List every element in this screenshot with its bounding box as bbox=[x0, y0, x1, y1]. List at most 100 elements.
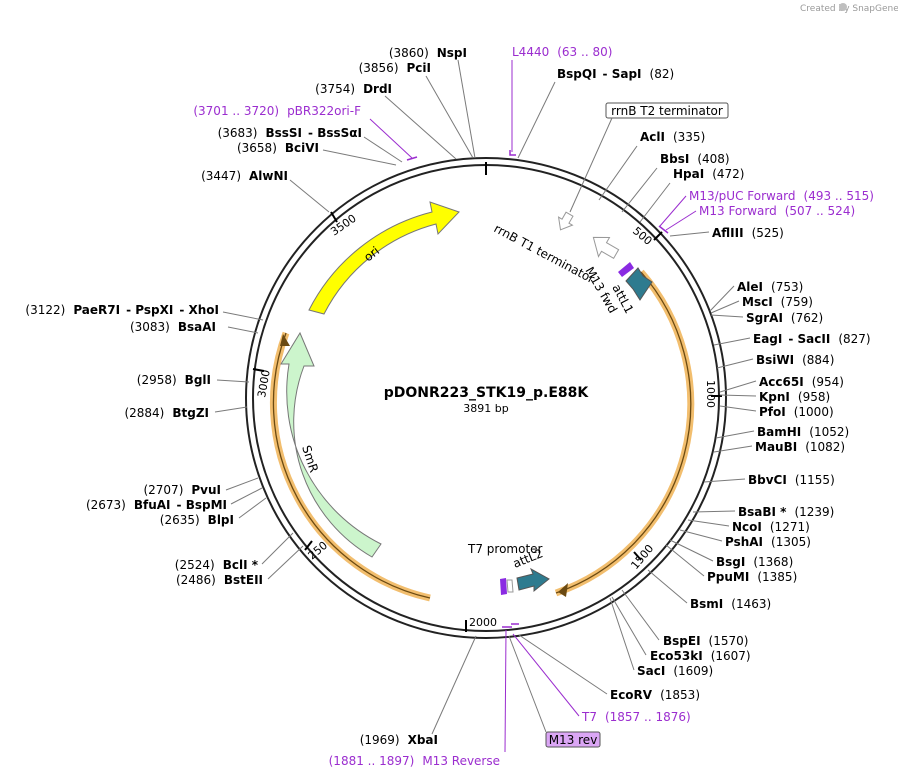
btgzi-site[interactable]: (2884)BtgZI bbox=[124, 406, 209, 420]
smr-feature[interactable] bbox=[280, 331, 382, 558]
drdi-site[interactable]: (3754)DrdI bbox=[315, 82, 392, 96]
bsgi-site[interactable]: BsgI(1368) bbox=[716, 555, 793, 569]
attl2-feature[interactable] bbox=[516, 567, 550, 593]
bamhi-leader bbox=[715, 430, 755, 439]
m13puc-leader bbox=[659, 195, 687, 227]
ecorv-site[interactable]: EcoRV(1853) bbox=[610, 688, 700, 702]
alei-leader bbox=[709, 285, 735, 312]
rrnb-t2-feature[interactable] bbox=[554, 210, 577, 234]
m13reverse-primer[interactable]: (1881 .. 1897)M13 Reverse bbox=[329, 754, 500, 768]
l4440-primer[interactable]: L4440(63 .. 80) bbox=[512, 45, 612, 59]
t7-promoter-label: T7 promoter bbox=[467, 542, 543, 556]
tick-label-2000: 2000 bbox=[469, 616, 497, 629]
bbsi-site[interactable]: BbsI(408) bbox=[660, 152, 730, 166]
t7-leader bbox=[512, 633, 580, 717]
alwni-site[interactable]: (3447)AlwNI bbox=[201, 169, 288, 183]
blpi-site[interactable]: (2635)BlpI bbox=[160, 513, 234, 527]
bgli-leader bbox=[216, 379, 250, 383]
m13fwd-feature[interactable] bbox=[618, 262, 634, 277]
bsgi-leader bbox=[669, 539, 714, 562]
bamhi-site[interactable]: BamHI(1052) bbox=[757, 425, 849, 439]
bsiwi-site[interactable]: BsiWI(884) bbox=[756, 353, 834, 367]
pvui-site[interactable]: (2707)PvuI bbox=[143, 483, 221, 497]
bcli-site[interactable]: (2524)BclI * bbox=[175, 558, 259, 572]
bcli-leader bbox=[261, 532, 294, 565]
xbai-leader bbox=[431, 635, 477, 735]
bsteii-site[interactable]: (2486)BstEII bbox=[176, 573, 263, 587]
bsmi-leader bbox=[647, 569, 688, 604]
bsiwi-leader bbox=[716, 358, 754, 369]
drdi-leader bbox=[384, 95, 457, 160]
bsabi-site[interactable]: BsaBI *(1239) bbox=[738, 505, 834, 519]
m13puc-primer[interactable]: M13/pUC Forward(493 .. 515) bbox=[689, 189, 874, 203]
pcii-site[interactable]: (3856)PciI bbox=[359, 61, 431, 75]
orange-band-left-arrowhead bbox=[280, 334, 290, 346]
t7-bar-icon bbox=[500, 578, 507, 595]
msci-leader bbox=[710, 300, 740, 314]
paer7i-site[interactable]: (3122)PaeR7I- PspXI- XhoI bbox=[25, 303, 219, 317]
alei-site[interactable]: AleI(753) bbox=[737, 280, 803, 294]
acc65i-leader bbox=[719, 380, 757, 393]
eco53ki-leader bbox=[611, 596, 647, 656]
pshai-site[interactable]: PshAI(1305) bbox=[725, 535, 811, 549]
rrnb-t2-label: rrnB T2 terminator bbox=[611, 104, 723, 118]
m13-rev-label: M13 rev bbox=[549, 733, 598, 747]
pshai-leader bbox=[679, 529, 723, 542]
maubi-site[interactable]: MauBI(1082) bbox=[755, 440, 845, 454]
m13-rev-box[interactable] bbox=[545, 731, 601, 748]
m13f-primer[interactable]: M13 Forward(507 .. 524) bbox=[699, 204, 855, 218]
rrnb-t2-box[interactable] bbox=[605, 102, 729, 119]
ecorv-leader bbox=[518, 634, 608, 695]
m13rev-leader bbox=[508, 635, 547, 733]
pfoi-site[interactable]: PfoI(1000) bbox=[759, 405, 834, 419]
bsssi-site[interactable]: (3683)BssSI- BssSαI bbox=[218, 126, 362, 140]
acc65i-site[interactable]: Acc65I(954) bbox=[759, 375, 844, 389]
hpai-site[interactable]: HpaI(472) bbox=[673, 167, 744, 181]
orange-band-left-line bbox=[272, 332, 431, 599]
bspei-leader bbox=[621, 589, 660, 641]
pcii-leader bbox=[425, 75, 474, 159]
blpi-leader bbox=[238, 497, 267, 519]
bbvci-site[interactable]: BbvCI(1155) bbox=[748, 473, 835, 487]
orange-band-right bbox=[554, 269, 695, 597]
bcivi-site[interactable]: (3658)BciVI bbox=[237, 141, 319, 155]
ncoi-site[interactable]: NcoI(1271) bbox=[732, 520, 810, 534]
ppumi-site[interactable]: PpuMI(1385) bbox=[707, 570, 797, 584]
kpni-leader bbox=[719, 394, 757, 397]
xbai-site[interactable]: (1969)XbaI bbox=[360, 733, 438, 747]
m13f-leader bbox=[665, 210, 697, 231]
pbr322-primer-mark bbox=[406, 156, 418, 161]
bspqi-site[interactable]: BspQI- SapI(82) bbox=[557, 67, 674, 81]
kpni-site[interactable]: KpnI(958) bbox=[759, 390, 830, 404]
bsaai-leader bbox=[227, 326, 259, 334]
rrnb-t1-feature[interactable] bbox=[586, 230, 621, 263]
attl1-feature[interactable] bbox=[625, 267, 653, 301]
rrnb-t1-label: rrnB T1 terminator bbox=[492, 221, 597, 286]
orange-band-right-arrowhead bbox=[558, 583, 568, 597]
t7-promoter-feature[interactable] bbox=[506, 579, 514, 593]
rrnb-t2-leader bbox=[569, 117, 613, 213]
eco53ki-site[interactable]: Eco53kI(1607) bbox=[650, 649, 751, 663]
btgzi-leader bbox=[214, 406, 248, 413]
bspei-site[interactable]: BspEI(1570) bbox=[663, 634, 748, 648]
bgli-site[interactable]: (2958)BglI bbox=[137, 373, 211, 387]
msci-site[interactable]: MscI(759) bbox=[742, 295, 813, 309]
paer7i-leader bbox=[222, 311, 264, 321]
afliii-site[interactable]: AflIII(525) bbox=[712, 226, 784, 240]
sgrai-site[interactable]: SgrAI(762) bbox=[746, 311, 823, 325]
pbr322-primer[interactable]: (3701 .. 3720)pBR322ori-F bbox=[193, 104, 361, 118]
acli-site[interactable]: AclI(335) bbox=[640, 130, 705, 144]
bfuai-site[interactable]: (2673)BfuAI- BspMI bbox=[86, 498, 227, 512]
eagi-site[interactable]: EagI- SacII(827) bbox=[753, 332, 871, 346]
ori-feature[interactable] bbox=[308, 201, 460, 315]
saci-leader bbox=[609, 597, 635, 671]
nspi-site[interactable]: (3860)NspI bbox=[389, 46, 467, 60]
snapgene-watermark: Created by SnapGene bbox=[800, 4, 898, 14]
bsaai-site[interactable]: (3083)BsaAI bbox=[130, 320, 216, 334]
eagi-leader bbox=[713, 337, 751, 346]
tick-label-1000: 1000 bbox=[704, 380, 717, 408]
pvui-leader bbox=[225, 477, 259, 491]
saci-site[interactable]: SacI(1609) bbox=[637, 664, 713, 678]
t7-primer[interactable]: T7(1857 .. 1876) bbox=[581, 710, 691, 724]
bsmi-site[interactable]: BsmI(1463) bbox=[690, 597, 771, 611]
